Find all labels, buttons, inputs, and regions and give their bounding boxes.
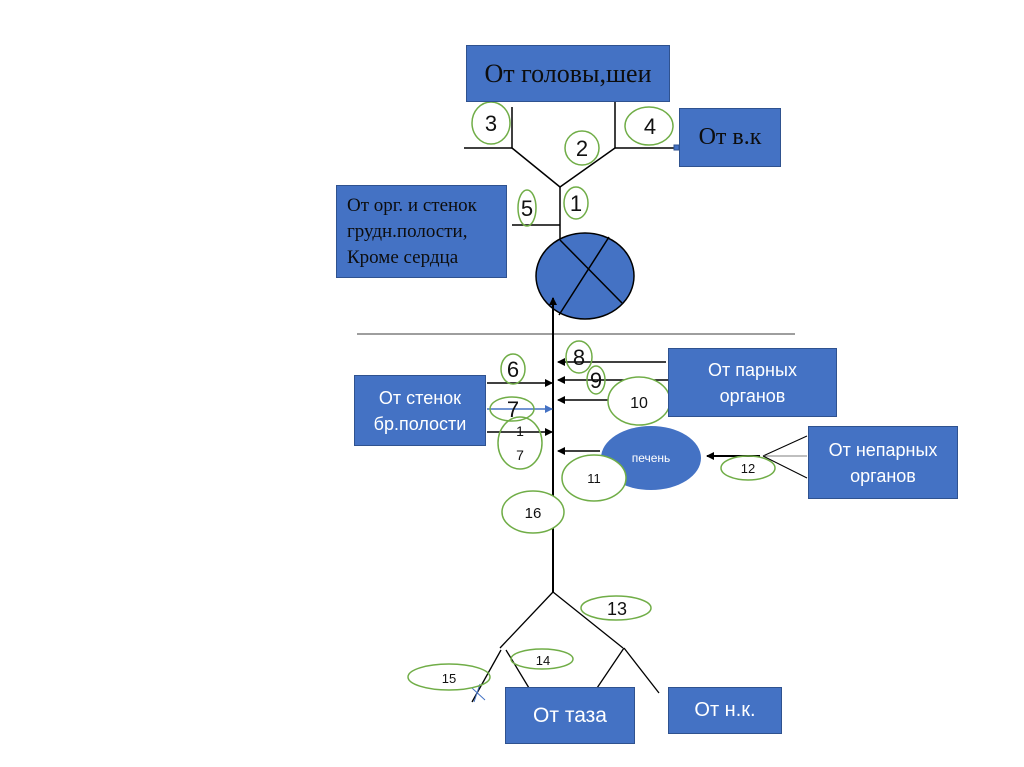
marker-label-17-bottom: 7 <box>516 447 524 463</box>
heart-septum-line-1 <box>559 239 623 304</box>
marker-oval-4 <box>624 106 674 146</box>
box-abdominal-walls: От стенок бр.полости <box>354 375 486 446</box>
box-paired-organs: От парных органов <box>668 348 837 417</box>
right-internal-iliac <box>596 647 625 689</box>
marker-oval-13 <box>580 595 652 621</box>
box-paired-line-1: От парных <box>708 359 797 380</box>
unpaired-fan-lines <box>762 435 808 479</box>
box-unpaired-line-2: органов <box>850 465 916 486</box>
box-lower-limb: От н.к. <box>668 687 782 734</box>
marker-label-9: 9 <box>590 368 602 393</box>
box-paired-line-2: органов <box>719 385 786 406</box>
marker-label-14: 14 <box>536 653 550 668</box>
box-thoracic-line-3: Кроме сердца <box>347 246 459 268</box>
marker-oval-2 <box>564 130 600 166</box>
marker-label-2: 2 <box>576 136 588 161</box>
ligation-cross-icon <box>471 683 486 703</box>
marker-oval-9 <box>586 365 606 395</box>
marker-oval-6 <box>500 353 526 385</box>
right-common-iliac <box>552 591 624 649</box>
box-lower-limb-label: От н.к. <box>694 699 756 721</box>
fan-line-lower <box>762 455 808 479</box>
box-thoracic-organs: От орг. и стенок грудн.полости, Кроме се… <box>336 185 507 278</box>
right-external-iliac <box>623 647 660 694</box>
iliac-tree <box>471 591 660 703</box>
marker-oval-7 <box>489 396 535 422</box>
marker-label-16: 16 <box>525 505 542 522</box>
left-common-iliac <box>499 591 554 649</box>
marker-label-13: 13 <box>607 599 627 619</box>
upper-tree-lines <box>464 102 676 271</box>
box-pelvis: От таза <box>505 687 635 744</box>
heart-septum-line-2 <box>558 236 610 316</box>
marker-label-12: 12 <box>741 461 755 476</box>
marker-label-11: 11 <box>587 471 601 486</box>
marker-oval-14 <box>510 648 574 670</box>
marker-ovals <box>407 101 776 691</box>
marker-oval-3 <box>471 101 511 145</box>
box-thoracic-line-1: От орг. и стенок <box>347 194 477 216</box>
box-abdominal-walls-line-2: бр.полости <box>373 413 467 434</box>
marker-oval-11 <box>561 454 627 502</box>
marker-label-7: 7 <box>507 397 519 422</box>
marker-oval-15 <box>407 663 491 691</box>
marker-label-5: 5 <box>521 196 533 221</box>
marker-oval-5 <box>517 189 537 227</box>
box-head-neck-label: От головы,шеи <box>484 58 652 88</box>
box-unpaired-line-1: От непарных <box>828 439 938 460</box>
vessel-right-brachiocephalic <box>559 147 616 188</box>
marker-label-15: 15 <box>442 671 456 686</box>
box-abdominal-walls-line-1: От стенок <box>378 387 462 408</box>
marker-oval-12 <box>720 455 776 481</box>
liver-label: печень <box>632 451 671 465</box>
marker-label-4: 4 <box>644 114 656 139</box>
marker-label-1: 1 <box>570 191 582 216</box>
marker-label-8: 8 <box>573 345 585 370</box>
marker-oval-1 <box>563 186 589 220</box>
left-internal-iliac <box>505 649 530 689</box>
marker-label-17-top: 1 <box>516 423 524 439</box>
marker-labels: 3 4 2 1 5 8 6 9 10 7 1 7 11 12 16 13 14 … <box>442 111 755 686</box>
heart <box>535 232 635 320</box>
marker-oval-8 <box>565 340 593 374</box>
heart-ellipse <box>535 232 635 320</box>
marker-oval-16 <box>501 490 565 534</box>
box-head-neck: От головы,шеи <box>466 45 670 102</box>
fan-line-upper <box>762 435 808 457</box>
marker-oval-17 <box>497 416 543 470</box>
marker-label-3: 3 <box>485 111 497 136</box>
box-thoracic-line-2: грудн.полости, <box>347 220 468 242</box>
vessel-left-brachiocephalic <box>511 147 561 188</box>
box-svc-label: От в.к <box>698 124 762 150</box>
box-superior-vena-cava: От в.к <box>679 108 781 167</box>
marker-label-10: 10 <box>630 395 648 412</box>
box-unpaired-organs: От непарных органов <box>808 426 958 499</box>
marker-label-6: 6 <box>507 357 519 382</box>
box-pelvis-label: От таза <box>533 703 607 727</box>
